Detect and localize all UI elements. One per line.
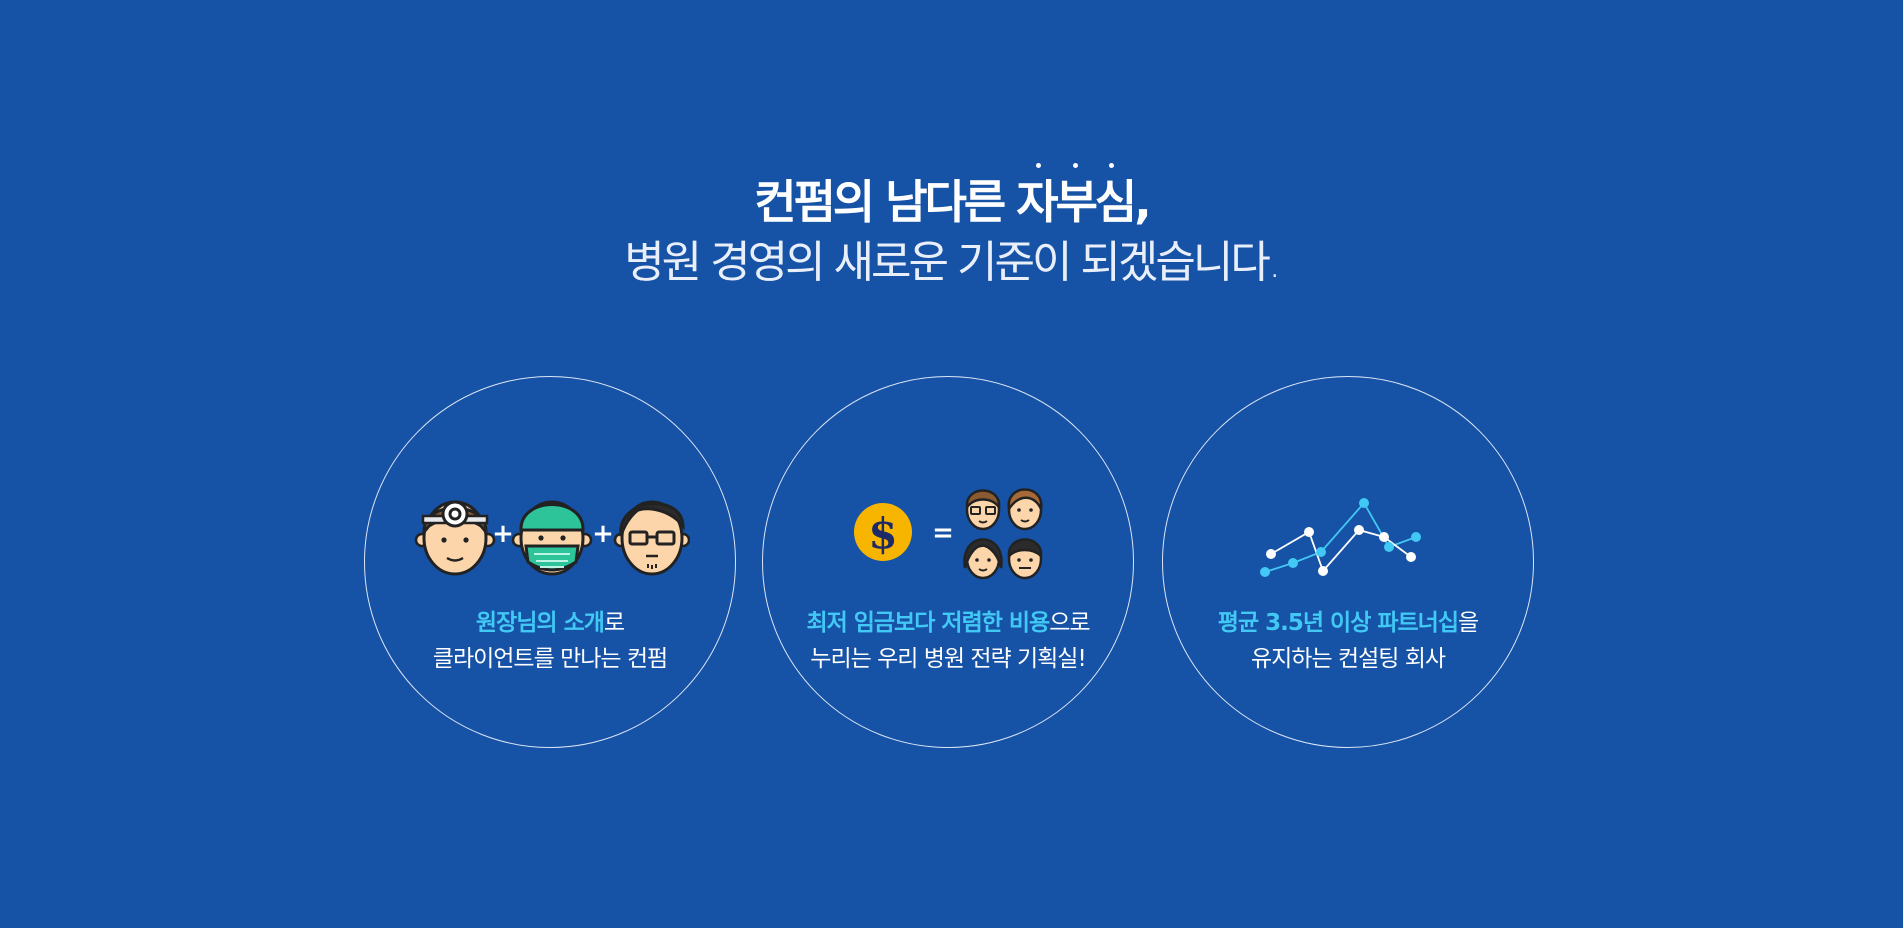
feature-caption: 평균 3.5년 이상 파트너십을 유지하는 컨설팅 회사: [1163, 605, 1533, 677]
feature-caption: 원장님의 소개로 클라이언트를 만나는 컨펌: [365, 605, 735, 677]
coin-icon: $: [854, 503, 912, 561]
caption-highlight: 평균 3.5년 이상 파트너십: [1217, 610, 1459, 636]
feature-circle-cost: $ =: [762, 376, 1134, 748]
svg-text:$: $: [868, 509, 897, 558]
caption-highlight: 최저 임금보다 저렴한 비용: [806, 610, 1050, 636]
headline-line-2: 병원 경영의 새로운 기준이 되겠습니다.: [624, 237, 1282, 288]
caption-line-2: 누리는 우리 병원 전략 기획실!: [810, 646, 1086, 672]
headline-text: 컨펌의 남다른: [754, 175, 1017, 229]
emphasis-word: 자부심: [1016, 163, 1137, 232]
svg-text:+: +: [492, 519, 514, 549]
feature-circle-referral: + +: [364, 376, 736, 748]
cost-equals-team-icon: $ =: [763, 487, 1133, 580]
doctors-team-icon: + +: [365, 487, 735, 577]
svg-text:+: +: [592, 519, 614, 549]
caption-highlight: 원장님의 소개: [475, 610, 605, 636]
emphasis-dots: [1016, 163, 1134, 171]
caption-line-2: 유지하는 컨설팅 회사: [1250, 646, 1446, 672]
line-chart-icon: [1163, 487, 1533, 577]
headline-line-1: 컨펌의 남다른 자부심,: [754, 163, 1152, 232]
svg-text:=: =: [932, 518, 954, 548]
caption-line-2: 클라이언트를 만나는 컨펌: [432, 646, 668, 672]
headline: 컨펌의 남다른 자부심, 병원 경영의 새로운 기준이 되겠습니다.: [0, 163, 1903, 292]
feature-circle-partnership: 평균 3.5년 이상 파트너십을 유지하는 컨설팅 회사: [1162, 376, 1534, 748]
feature-caption: 최저 임금보다 저렴한 비용으로 누리는 우리 병원 전략 기획실!: [763, 605, 1133, 677]
